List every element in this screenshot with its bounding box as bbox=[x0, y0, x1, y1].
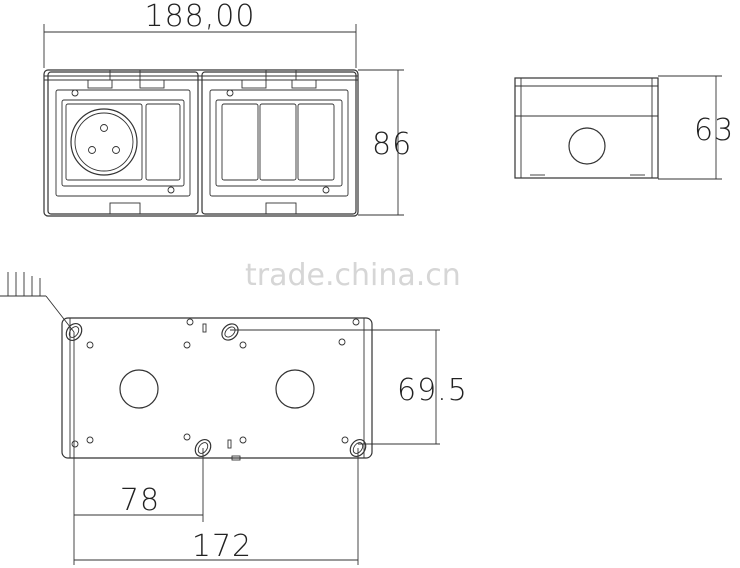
right-module bbox=[201, 69, 357, 215]
dimension-top-width: 188,00 bbox=[43, 0, 357, 68]
dimension-label-172: 172 bbox=[192, 529, 252, 564]
dimension-label-63: 63 bbox=[694, 113, 734, 148]
front-view: 188,00 86 bbox=[43, 0, 412, 217]
dimension-label-188: 188,00 bbox=[145, 0, 256, 34]
dimension-label-69-5: 69.5 bbox=[397, 373, 468, 408]
watermark: trade.china.cn bbox=[245, 258, 461, 293]
side-view: 63 bbox=[514, 75, 734, 180]
dimension-label-78: 78 bbox=[120, 483, 160, 518]
back-view: 69.5 78 172 bbox=[0, 272, 468, 565]
left-module bbox=[47, 69, 199, 215]
dimension-label-86: 86 bbox=[372, 127, 412, 162]
dimension-front-height: 86 bbox=[358, 69, 412, 216]
